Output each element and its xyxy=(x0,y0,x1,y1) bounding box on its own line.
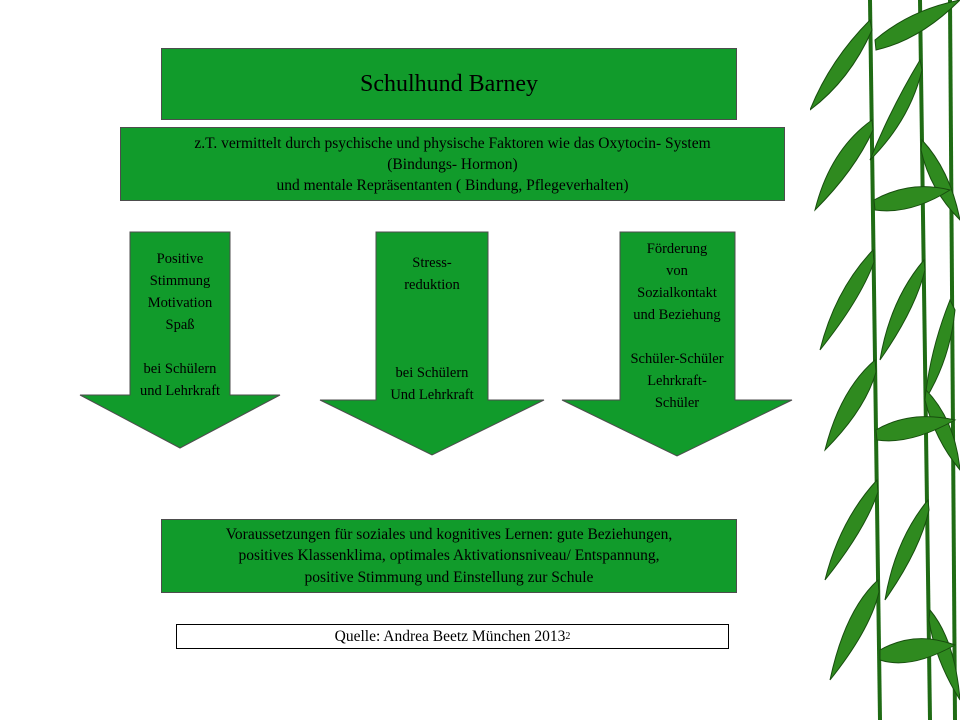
effect-line: reduktion xyxy=(404,277,460,293)
mechanism-line: (Bindungs- Hormon) xyxy=(387,155,518,173)
effect-line: Stimmung xyxy=(149,273,211,289)
mechanism-line: und mentale Repräsentanten ( Bindung, Pf… xyxy=(276,176,629,194)
result-line: positives Klassenklima, optimales Aktiva… xyxy=(238,547,660,565)
effect-line: von xyxy=(666,263,688,279)
effect-mood-text: Positive Stimmung Motivation Spaß bei Sc… xyxy=(120,248,240,402)
effect-line: Stress- xyxy=(412,255,452,271)
effect-line: bei Schülern xyxy=(143,361,217,377)
effect-line: Schüler-Schüler xyxy=(630,351,724,367)
mechanism-line: z.T. vermittelt durch psychische und phy… xyxy=(194,134,711,152)
arrow-social xyxy=(561,231,793,457)
effect-stress-text: Stress- reduktion bei Schülern Und Lehrk… xyxy=(372,252,492,406)
effect-line: bei Schülern xyxy=(395,365,469,381)
result-line: positive Stimmung und Einstellung zur Sc… xyxy=(304,568,594,586)
effect-line: Schüler xyxy=(654,395,700,411)
effect-line: Sozialkontakt xyxy=(637,285,717,301)
result-box: Voraussetzungen für soziales und kogniti… xyxy=(161,519,737,593)
effect-line: Spaß xyxy=(165,317,195,333)
bamboo-leaves xyxy=(810,0,960,701)
source-text: Quelle: Andrea Beetz München 2013 xyxy=(334,627,566,645)
effect-line: Und Lehrkraft xyxy=(390,387,474,403)
mechanism-box: z.T. vermittelt durch psychische und phy… xyxy=(120,127,785,201)
arrow-stress xyxy=(319,231,545,456)
effect-line: und Lehrkraft xyxy=(139,383,221,399)
effect-line: Lehrkraft- xyxy=(647,373,707,389)
result-line: Voraussetzungen für soziales und kogniti… xyxy=(225,525,673,543)
bamboo-decoration xyxy=(810,0,960,720)
title-box: Schulhund Barney xyxy=(161,48,737,120)
effect-line: Förderung xyxy=(646,241,708,257)
diagram-title: Schulhund Barney xyxy=(360,70,538,97)
effect-line: Positive xyxy=(156,251,204,267)
effect-line: und Beziehung xyxy=(633,307,721,323)
arrow-mood xyxy=(79,231,281,449)
effect-line: Motivation xyxy=(147,295,213,311)
effect-social-text: Förderung von Sozialkontakt und Beziehun… xyxy=(612,238,742,414)
